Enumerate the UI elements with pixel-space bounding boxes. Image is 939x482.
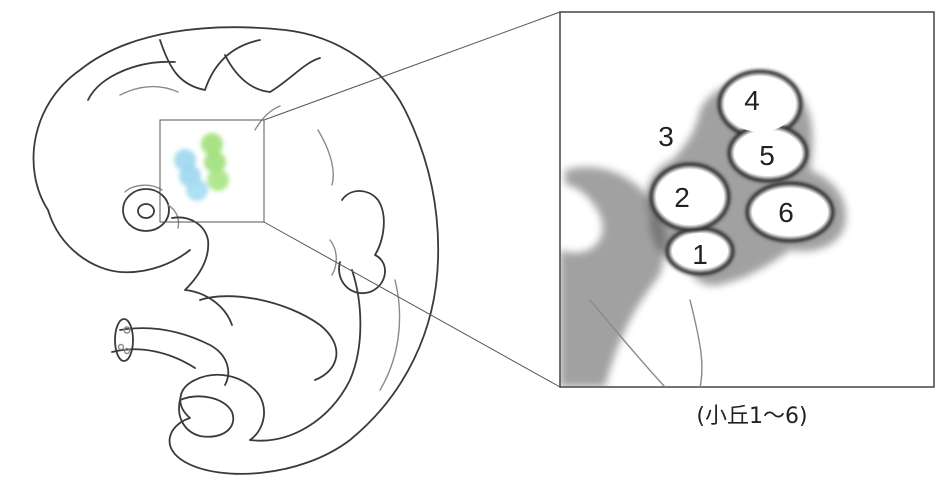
hill-shapes (649, 69, 835, 276)
hill-label-2: 2 (674, 182, 690, 213)
cord-vessel-2 (117, 343, 125, 351)
zoom-panel: 1 2 3 4 5 6 (559, 11, 935, 388)
eye-shading (124, 184, 180, 229)
hill-label-1: 1 (692, 239, 708, 270)
cord-vessel-3 (123, 347, 131, 355)
connector-line-bottom (263, 221, 561, 388)
umbilical-cord (111, 327, 230, 386)
spine-shading (317, 129, 401, 391)
lower-limb-bud (178, 395, 235, 438)
brain-vesicle-lines (87, 39, 321, 101)
embryo-hill-green-2 (204, 151, 226, 173)
selection-box (159, 119, 265, 223)
pharyngeal-arch (171, 216, 233, 326)
embryo-sketch (32, 26, 440, 475)
hill-label-6: 6 (778, 197, 794, 228)
limb-bud-upper (338, 190, 386, 295)
zoom-shading-left (560, 167, 666, 387)
hill-label-4: 4 (744, 85, 760, 116)
embryo-hill-green-3 (207, 169, 229, 191)
eye-outer (122, 188, 170, 232)
embryo-outline (32, 26, 440, 475)
limb-bud-shading (329, 239, 337, 276)
brain-fold-lines (119, 86, 281, 131)
heart-bulge (199, 295, 338, 381)
embryo-hill-green-1 (201, 133, 223, 155)
hill-label-5: 5 (759, 140, 775, 171)
cord-vessel-1 (123, 326, 131, 334)
embryo-hill-blue-3 (186, 179, 208, 201)
figure-caption: (小丘1～6) (696, 404, 807, 429)
eye-inner (137, 203, 155, 219)
zoom-lower-curve (589, 299, 703, 387)
hill-label-3: 3 (658, 121, 674, 152)
connector-line-top (263, 11, 561, 121)
cord-end (114, 318, 134, 362)
embryo-hills-colored (174, 133, 229, 201)
